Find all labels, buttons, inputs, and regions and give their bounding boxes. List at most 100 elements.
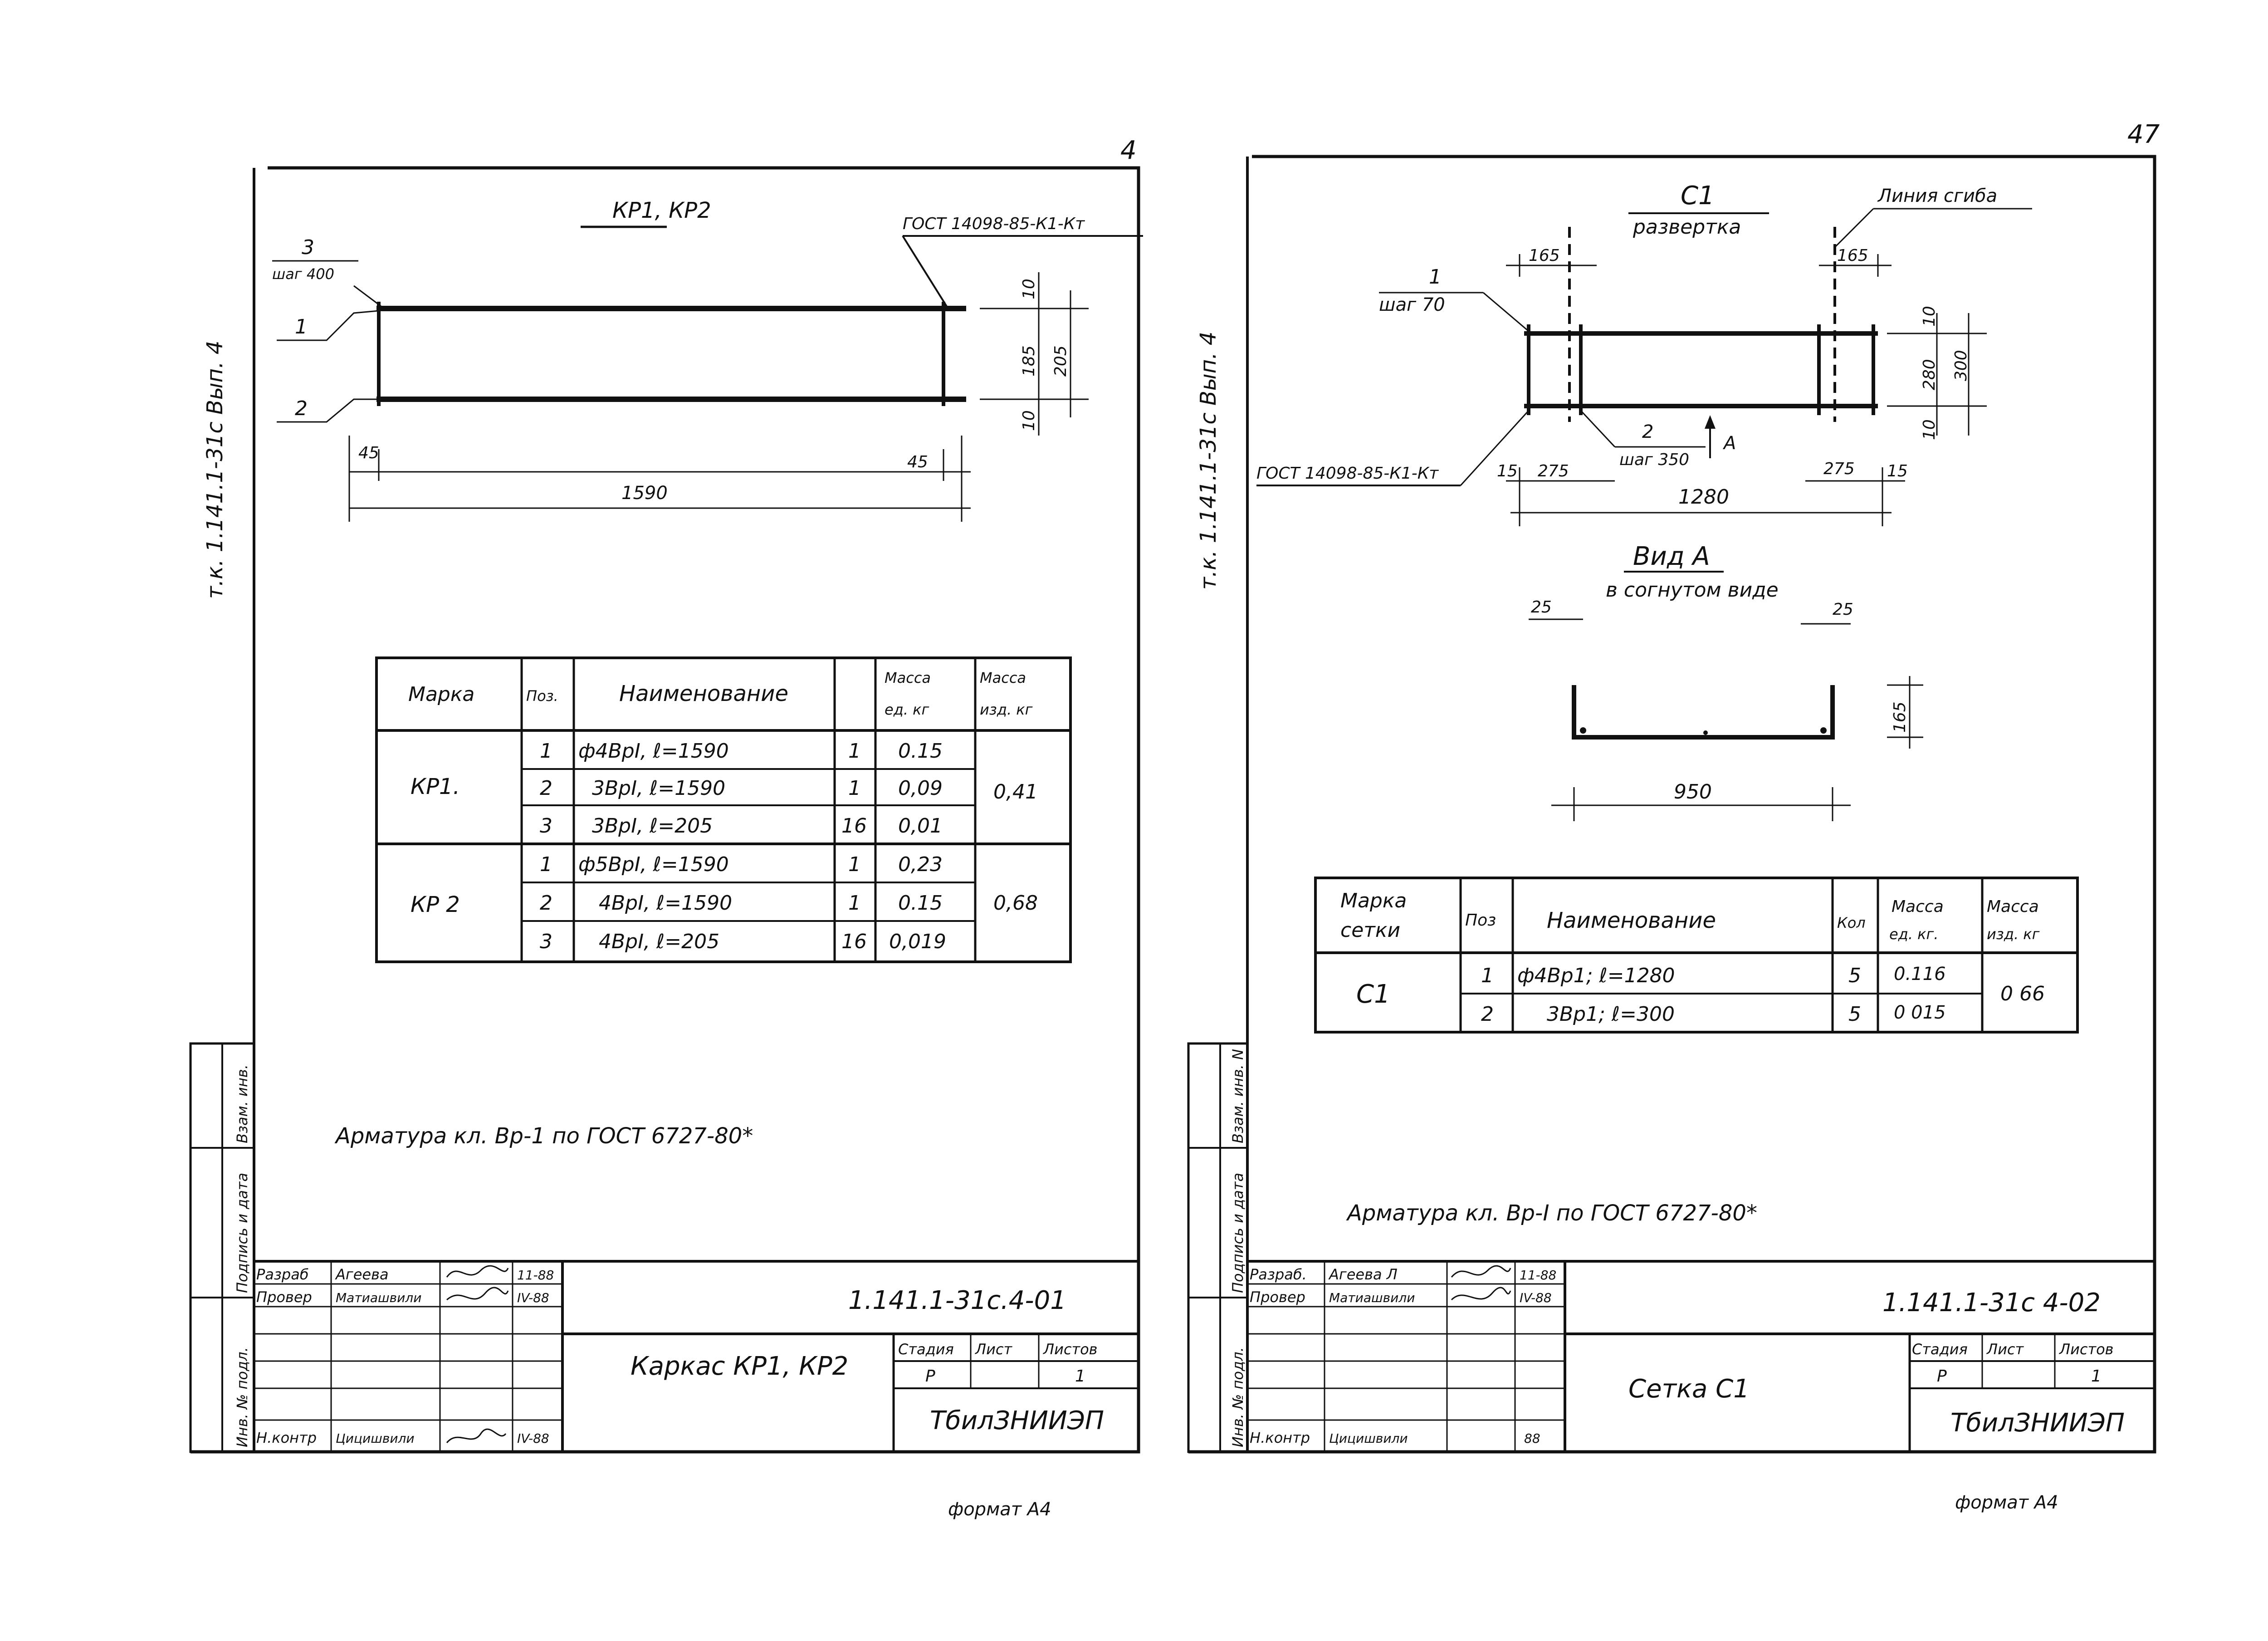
right-dim-r15: 15 [1887, 462, 1908, 480]
right-dim-length: 1280 [1678, 485, 1729, 509]
left-stamp-sheets: 1 [1075, 1367, 1085, 1386]
left-mark-kr1: КР1. [411, 774, 460, 799]
left-kr1-r2-name: 3ВрI, ℓ=1590 [592, 777, 725, 800]
right-c1-r2-name: 3Вр1; ℓ=300 [1547, 1003, 1675, 1026]
right-stamp-date-1: 11-88 [1520, 1268, 1556, 1283]
left-side-label: т.к. 1.141.1-31с Вып. 4 [202, 341, 228, 599]
left-side-stamp-2: Подпись и дата [234, 1173, 251, 1293]
left-frame [191, 166, 1140, 1454]
left-drawing-title: КР1, КР2 [612, 198, 711, 223]
left-stamp-code: 1.141.1-31с.4-01 [848, 1286, 1066, 1315]
right-c1-r1-name: ф4Вр1; ℓ=1280 [1517, 964, 1675, 987]
right-stamp-stage: Р [1937, 1367, 1947, 1386]
left-sheet: т.к. 1.141.1-31с Вып. 4 КР1, КР2 ГОСТ 14… [189, 166, 1143, 1520]
c1-bent-profile [1572, 685, 1835, 740]
right-stamp-role-3: Н.контр [1250, 1429, 1310, 1446]
left-stamp-org: ТбилЗНИИЭП [930, 1406, 1104, 1435]
right-stamp-role-2: Провер [1250, 1288, 1305, 1306]
left-th-pos: Поз. [526, 687, 558, 705]
right-side-stamp-1: Взам. инв. N [1229, 1049, 1246, 1143]
right-dim-l275: 275 [1538, 462, 1569, 480]
right-stamp-org: ТбилЗНИИЭП [1950, 1408, 2125, 1438]
right-drawing-subtitle: развертка [1633, 216, 1741, 239]
left-signature-3 [446, 1428, 507, 1443]
left-callout-pos1: 1 [295, 315, 308, 338]
left-stamp-sheet-label: Лист [975, 1341, 1012, 1358]
left-side-stamp-3: Инв. № подл. [234, 1347, 251, 1447]
left-title-block: Разраб Агеева 11-88 Провер Матиашвили IV… [254, 1260, 1139, 1452]
right-stamp-sheet-label: Лист [1986, 1341, 2024, 1358]
right-th-name: Наименование [1547, 908, 1716, 933]
right-callout-view: А [1722, 433, 1736, 454]
right-th-pos: Поз [1465, 911, 1496, 930]
right-th-total-1: Масса [1987, 897, 2039, 916]
right-format: формат А4 [1955, 1492, 2058, 1513]
right-dim-left-top: 165 [1529, 246, 1560, 265]
left-dim-length: 1590 [621, 483, 668, 504]
left-side-stamp-1: Взам. инв. [234, 1064, 251, 1143]
right-th-unit-2: ед. кг. [1889, 926, 1938, 943]
left-kr1-r1-unit: 0.15 [898, 740, 943, 763]
right-total-c1: 0 66 [2000, 982, 2045, 1005]
left-stamp-date-2: IV-88 [517, 1290, 549, 1305]
right-dim-h-bottom: 10 [1920, 419, 1939, 440]
left-th-total-mass-2: изд. кг [980, 701, 1033, 718]
left-kr2-r1-qty: 1 [848, 853, 861, 876]
right-c1-r1-pos: 1 [1481, 964, 1494, 987]
left-kr2-r3-name: 4ВрI, ℓ=205 [599, 930, 719, 953]
right-spec-table: Марка сетки Поз Наименование Кол Масса е… [1314, 877, 2079, 1034]
right-view-title: Вид А [1633, 542, 1710, 571]
page-number-left: 4 [1120, 136, 1137, 165]
left-kr1-r1-name: ф4ВрI, ℓ=1590 [578, 740, 729, 763]
right-frame [1188, 155, 2156, 1454]
right-stamp-role-1: Разраб. [1250, 1266, 1307, 1283]
right-view-dim-left: 25 [1531, 598, 1552, 617]
right-dim-l15: 15 [1497, 462, 1518, 480]
right-view-dim-height: 165 [1891, 701, 1909, 733]
right-th-mark-1: Марка [1340, 889, 1407, 912]
right-stamp-date-3: 88 [1524, 1431, 1540, 1446]
left-stamp-date-3: IV-88 [517, 1431, 549, 1446]
right-view-dim-right: 25 [1833, 600, 1853, 619]
left-kr1-r1-pos: 1 [540, 740, 552, 763]
left-kr2-r2-pos: 2 [540, 892, 552, 915]
left-kr2-r1-unit: 0,23 [898, 853, 943, 876]
right-c1-r1-qty: 5 [1848, 964, 1861, 987]
left-stamp-sheets-label: Листов [1043, 1341, 1098, 1358]
right-side-stamp-3: Инв. № подл. [1229, 1347, 1246, 1447]
left-kr2-r3-unit: 0,019 [889, 930, 946, 953]
left-dim-top: 10 [1020, 279, 1038, 299]
left-dim-end-right: 45 [907, 453, 928, 471]
left-format: формат А4 [948, 1499, 1051, 1520]
left-th-name: Наименование [619, 681, 788, 706]
left-callout-pos3: 3 [302, 236, 314, 259]
right-view-dim-width: 950 [1674, 780, 1712, 803]
right-gost-note: ГОСТ 14098-85-К1-Кт [1256, 464, 1439, 483]
left-kr2-r3-qty: 16 [841, 930, 867, 953]
right-th-qty: Кол [1837, 914, 1866, 931]
right-stamp-name-3: Цицишвили [1329, 1431, 1408, 1446]
right-th-unit-1: Масса [1892, 897, 1944, 916]
page-number-right: 47 [2127, 120, 2160, 149]
right-stamp-name-2: Матиашвили [1329, 1290, 1415, 1305]
left-kr1-r3-qty: 16 [841, 814, 867, 838]
right-th-mark-2: сетки [1340, 919, 1400, 942]
left-spec-table: Марка Поз. Наименование Масса ед. кг Мас… [375, 656, 1072, 963]
left-stamp-stage: Р [925, 1367, 935, 1386]
left-stamp-title: Каркас КР1, КР2 [631, 1352, 848, 1381]
right-stamp-title: Сетка С1 [1628, 1374, 1750, 1404]
right-sheet: т.к. 1.141.1-31с Вып. 4 С1 развертка Лин… [1187, 155, 2156, 1513]
left-kr2-r1-pos: 1 [540, 853, 552, 876]
right-stamp-sheets-label: Листов [2059, 1341, 2114, 1358]
left-gost-leader [902, 235, 949, 309]
right-view-subtitle: в согнутом виде [1606, 578, 1779, 602]
left-kr1-r1-qty: 1 [848, 740, 861, 763]
left-kr1-r3-unit: 0,01 [898, 814, 943, 838]
left-total-kr2: 0,68 [993, 892, 1038, 915]
left-stamp-role-2: Провер [256, 1288, 312, 1306]
left-kr2-r3-pos: 3 [540, 930, 552, 953]
right-stamp-date-2: IV-88 [1520, 1290, 1552, 1305]
right-callout-pos1: 1 [1429, 265, 1442, 289]
left-kr1-r2-unit: 0,09 [898, 777, 943, 800]
left-signature-1 [446, 1265, 509, 1278]
